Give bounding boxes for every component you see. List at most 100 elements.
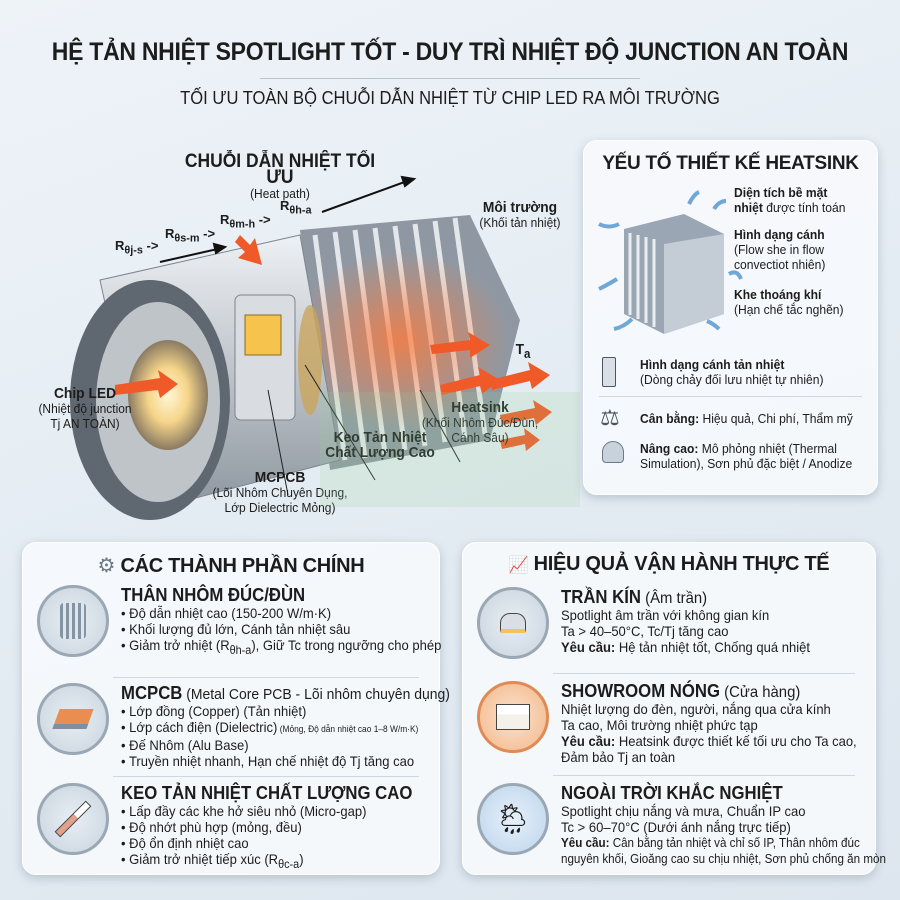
bullet-text: ) — [299, 851, 304, 867]
balance-label: Cân bằng: — [640, 411, 700, 426]
component-title-extra: (Metal Core PCB - Lõi nhôm chuyên dụng) — [182, 686, 450, 703]
heatsink-desc: (Khối Nhôm Đúc/Đùn, — [421, 415, 539, 430]
bullet: • Độ ổn định nhiệt cao — [121, 835, 249, 851]
r-sub: θj-s — [124, 244, 143, 257]
advanced-text: Mô phỏng nhiệt (Thermal — [698, 441, 837, 456]
paste-label: Keo Tản Nhiệt — [333, 429, 427, 446]
callout-surface-area: nhiệt — [734, 200, 763, 215]
bullet: • Độ nhớt phù hợp (mỏng, đều) — [121, 819, 302, 835]
bullet-note: (Mỏng, Độ dẫn nhiệt cao 1–8 W/m·K) — [277, 724, 419, 734]
divider — [113, 776, 419, 777]
divider — [113, 677, 419, 678]
env-desc: (Khối tản nhiệt) — [479, 215, 561, 230]
page-title: HỆ TẢN NHIỆT SPOTLIGHT TỐT - DUY TRÌ NHI… — [51, 38, 849, 66]
scenario-harsh-outdoor: 🌦 NGOÀI TRỜI KHẮC NGHIỆT Spotlight chịu … — [477, 783, 886, 867]
bullet: • Giảm trở nhiệt (Rθh-a), Giữ Tc trong n… — [121, 637, 441, 659]
components-title: CÁC THÀNH PHẦN CHÍNH — [120, 555, 365, 577]
mcpcb-board — [234, 294, 296, 421]
scenario-line: Ta > 40–50°C, Tc/Tj tăng cao — [561, 623, 729, 639]
r-junction-solder: R — [115, 238, 125, 253]
growth-chart-icon: 📈 — [508, 557, 529, 574]
divider — [599, 396, 862, 397]
gear-icon: ⚙ — [97, 555, 116, 577]
chip-led-label: Chip LED — [53, 385, 117, 402]
bullet: • Lấp đầy các khe hở siêu nhỏ (Micro-gap… — [121, 803, 367, 819]
req-label: Yêu cầu: — [561, 639, 616, 655]
callout-text: được tính toán — [762, 200, 846, 215]
heat-path-diagram: CHUỖI DẪN NHIỆT TỐI ƯU(Heat path) Rθj-s … — [0, 140, 580, 535]
title-divider — [260, 78, 640, 79]
heat-path-arrows — [159, 175, 417, 263]
component-title: THÂN NHÔM ĐÚC/ĐÙN — [121, 585, 306, 605]
component-aluminum-body: THÂN NHÔM ĐÚC/ĐÙN • Độ dẫn nhiệt cao (15… — [37, 585, 441, 659]
req-text: Đảm bảo Tj an toàn — [561, 749, 676, 765]
req-text: Heatsink được thiết kế tối ưu cho Ta cao… — [615, 733, 857, 749]
req-text: Hệ tản nhiệt tốt, Chống quá nhiệt — [615, 639, 810, 655]
bullet: • Lớp đồng (Copper) (Tản nhiệt) — [121, 703, 307, 719]
syringe-icon — [37, 783, 109, 855]
bullet: • Lớp cách điện (Dielectric) (Mỏng, Độ d… — [121, 719, 450, 737]
r-sub: θs-m — [174, 232, 200, 245]
bullet-sub: θh-a — [229, 643, 252, 657]
bullet-text: • Lớp cách điện (Dielectric) — [121, 719, 278, 735]
heatsink-label: Heatsink — [451, 399, 509, 416]
heat-flow-arrows — [115, 235, 552, 451]
req-label: Yêu cầu: — [561, 733, 616, 749]
bullet: • Giảm trở nhiệt tiếp xúc (Rθc-a) — [121, 851, 412, 873]
real-performance-panel: 📈 HIỆU QUẢ VẬN HÀNH THỰC TẾ TRẦN KÍN (Âm… — [462, 542, 886, 875]
heatsink-design-panel: YẾU TỐ THIẾT KẾ HEATSINK Diện tích bề mặ… — [583, 140, 878, 495]
scenario-title: SHOWROOM NÓNG — [561, 681, 721, 701]
r-heatsink-ambient: R — [280, 198, 290, 213]
advanced-label: Nâng cao: — [640, 441, 699, 456]
scenario-requirement: Yêu cầu: Heatsink được thiết kế tối ưu c… — [561, 733, 857, 749]
heatsink-block-illustration — [598, 190, 743, 334]
scenario-closed-ceiling: TRẦN KÍN (Âm trần) Spotlight âm trần với… — [477, 587, 867, 659]
led-glow — [128, 340, 208, 450]
req-text: nguyên khối, Gioăng cao su chịu nhiệt, S… — [561, 852, 886, 866]
bullet: • Độ dẫn nhiệt cao (150-200 W/m·K) — [121, 605, 332, 621]
led-chip — [244, 314, 282, 356]
scenario-title-extra: (Cửa hàng) — [720, 684, 801, 701]
r-solder-mcpcb: R — [165, 226, 175, 241]
resistance-chain: Rθj-s -> Rθs-m -> Rθm-h -> Rθh-a — [115, 190, 355, 260]
mcpcb-desc: Lớp Dielectric Mỏng) — [224, 500, 336, 515]
callout-air-slot: Khe thoáng khí — [734, 287, 822, 302]
scenario-line: Ta cao, Môi trường nhiệt phức tạp — [561, 717, 758, 733]
balance-text: Hiệu quả, Chi phí, Thẩm mỹ — [699, 411, 853, 426]
paste-label: Chất Lượng Cao — [325, 444, 435, 461]
bullet-text: • Giảm trở nhiệt tiếp xúc (R — [121, 851, 279, 867]
bullet: • Khối lượng đủ lớn, Cánh tản nhiệt sâu — [121, 621, 351, 637]
watermark-logo — [320, 392, 580, 507]
scenario-hot-showroom: SHOWROOM NÓNG (Cửa hàng) Nhiệt lượng do … — [477, 681, 867, 765]
divider — [553, 775, 855, 776]
heatsink-desc: Cánh Sâu) — [451, 430, 509, 445]
arrow-sep: -> — [146, 238, 159, 253]
bullet: • Đế Nhôm (Alu Base) — [121, 737, 249, 753]
bullet: • Truyền nhiệt nhanh, Hạn chế nhiệt độ T… — [121, 753, 415, 769]
simulation-icon — [602, 441, 624, 463]
r-mcpcb-heatsink: R — [220, 212, 230, 227]
scenario-title: NGOÀI TRỜI KHẮC NGHIỆT — [561, 783, 783, 803]
scenario-requirement: Yêu cầu: Hệ tản nhiệt tốt, Chống quá nhi… — [561, 639, 810, 655]
advanced-text: Simulation), Sơn phủ đặc biệt / Anodize — [640, 456, 853, 471]
component-title: MCPCB — [121, 683, 183, 703]
sun-rain-cloud-icon: 🌦 — [477, 783, 549, 855]
fin-shape-title: Hình dạng cánh tản nhiệt — [640, 357, 785, 372]
storefront-icon — [477, 681, 549, 753]
bullet-sub: θc-a — [278, 857, 300, 871]
callout-text: (Hạn chế tắc nghẽn) — [734, 302, 844, 317]
scenario-line: Spotlight âm trần với không gian kín — [561, 607, 770, 623]
scenario-line: Tc > 60–70°C (Dưới ánh nắng trực tiếp) — [561, 819, 791, 835]
callout-fin-shape: Hình dạng cánh — [734, 227, 825, 242]
main-components-panel: ⚙ CÁC THÀNH PHẦN CHÍNH THÂN NHÔM ĐÚC/ĐÙN… — [22, 542, 450, 875]
ceiling-lamp-icon — [477, 587, 549, 659]
r-sub: θh-a — [289, 204, 312, 217]
r-sub: θm-h — [229, 218, 256, 231]
req-label: Yêu cầu: — [561, 836, 610, 850]
callout-text: convectiot nhiên) — [734, 257, 826, 272]
component-title: KEO TẢN NHIỆT CHẤT LƯỢNG CAO — [121, 783, 413, 803]
bullet-text: ), Giữ Tc trong ngưỡng cho phép — [251, 637, 442, 653]
heatsink-panel-title: YẾU TỐ THIẾT KẾ HEATSINK — [602, 153, 859, 174]
scenario-title-extra: (Âm trần) — [640, 590, 708, 607]
fin-icon — [602, 357, 616, 387]
